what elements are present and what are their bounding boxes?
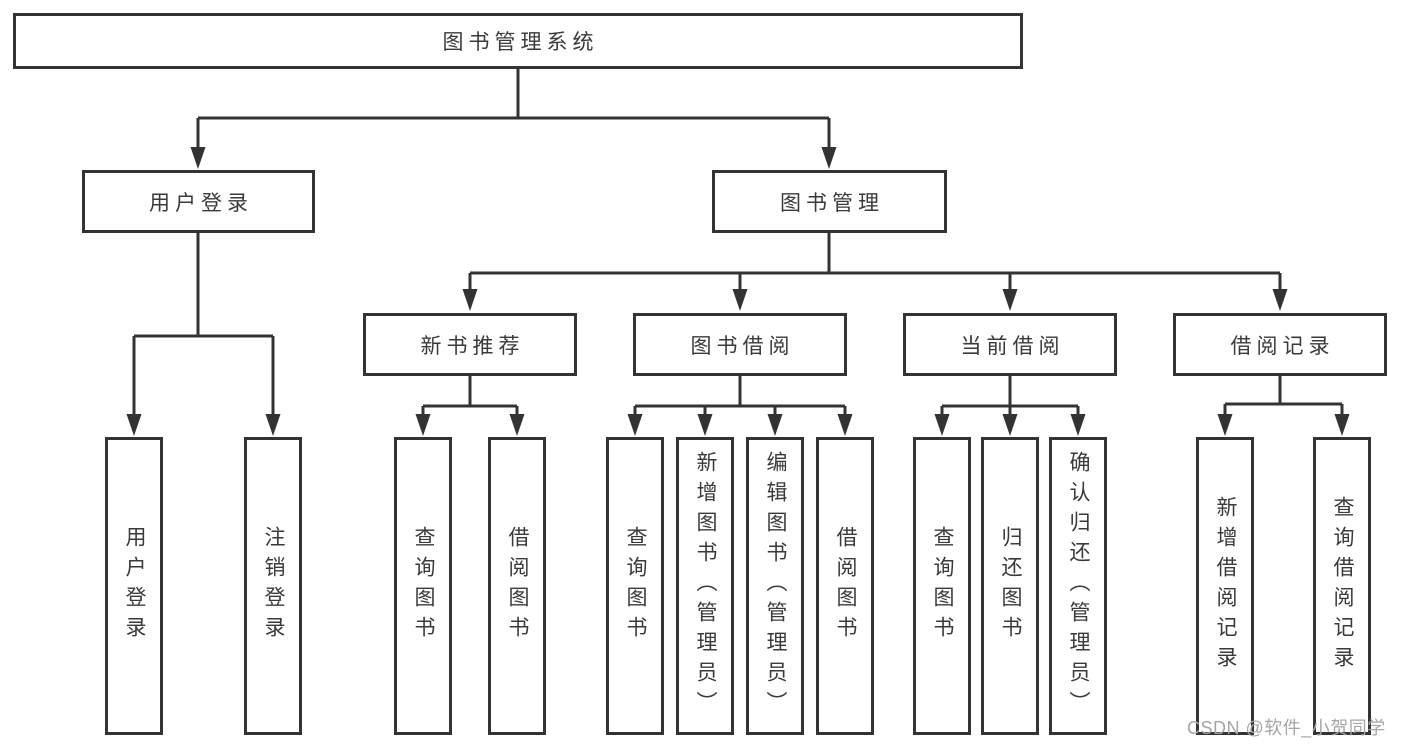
arrowhead	[126, 414, 142, 436]
leaf-add-books-admin: 新增图书（管理员）	[676, 437, 734, 735]
node-label: 新书推荐	[420, 334, 525, 358]
arrowhead	[1217, 414, 1233, 436]
node-label: 借阅图书	[834, 526, 857, 646]
node-borrowing-records: 借阅记录	[1173, 313, 1387, 376]
leaf-borrow-books: 借阅图书	[816, 437, 874, 735]
arrowhead	[1334, 414, 1350, 436]
node-label: 归还图书	[999, 526, 1022, 646]
connector-borrowing-records-children	[1217, 376, 1350, 436]
arrowhead	[1002, 289, 1018, 311]
node-label: 用户登录	[123, 526, 146, 646]
leaf-query-borrow-record: 查询借阅记录	[1313, 437, 1371, 735]
arrowhead	[732, 289, 748, 311]
arrowhead	[265, 414, 281, 436]
arrowhead	[837, 414, 853, 436]
leaf-return-books: 归还图书	[981, 437, 1039, 735]
leaf-query-books-current: 查询图书	[913, 437, 971, 735]
leaf-borrow-books-recommend: 借阅图书	[488, 437, 546, 735]
node-label: 借阅记录	[1230, 334, 1335, 358]
connector-user-login-children	[126, 233, 281, 436]
arrowhead	[190, 147, 206, 169]
arrowhead	[415, 414, 431, 436]
arrowhead	[1272, 289, 1288, 311]
node-label: 借阅图书	[506, 526, 529, 646]
node-book-borrowing: 图书借阅	[633, 313, 847, 376]
node-new-book-recommendation: 新书推荐	[363, 313, 577, 376]
arrowhead	[1002, 414, 1018, 436]
node-label: 图书管理	[780, 191, 884, 215]
csdn-watermark: CSDN @软件_小贺同学	[1187, 718, 1386, 738]
arrowhead	[462, 289, 478, 311]
arrowhead	[1070, 414, 1086, 436]
node-label: 用户登录	[149, 191, 253, 215]
node-label: 查询借阅记录	[1331, 496, 1354, 676]
leaf-edit-books-admin: 编辑图书（管理员）	[746, 437, 804, 735]
node-label: 确认归还（管理员）	[1067, 451, 1090, 721]
arrowhead	[821, 147, 837, 169]
node-label: 新增借阅记录	[1214, 496, 1237, 676]
node-book-management: 图书管理	[712, 170, 947, 233]
node-library-management-system: 图书管理系统	[13, 13, 1023, 69]
node-label: 新增图书（管理员）	[694, 451, 717, 721]
node-label: 查询图书	[412, 526, 435, 646]
connector-root-to-level2	[190, 69, 837, 169]
arrowhead	[767, 414, 783, 436]
arrowhead	[509, 414, 525, 436]
arrowhead	[934, 414, 950, 436]
connector-current-borrowing-children	[934, 376, 1086, 436]
connector-new-book-recommendation-children	[415, 376, 525, 436]
node-user-login: 用户登录	[82, 170, 315, 233]
leaf-query-books-recommend: 查询图书	[394, 437, 452, 735]
node-label: 查询图书	[931, 526, 954, 646]
node-current-borrowing: 当前借阅	[903, 313, 1117, 376]
leaf-logout: 注销登录	[244, 437, 302, 735]
arrowhead	[697, 414, 713, 436]
connector-book-borrowing-children	[627, 376, 853, 436]
leaf-add-borrow-record: 新增借阅记录	[1196, 437, 1254, 735]
node-label: 当前借阅	[960, 334, 1065, 358]
node-label: 注销登录	[262, 526, 285, 646]
connector-book-management-children	[462, 233, 1288, 311]
node-label: 编辑图书（管理员）	[764, 451, 787, 721]
leaf-query-books-borrow: 查询图书	[606, 437, 664, 735]
node-label: 图书借阅	[690, 334, 795, 358]
node-label: 图书管理系统	[442, 31, 599, 54]
node-label: 查询图书	[624, 526, 647, 646]
leaf-user-login: 用户登录	[105, 437, 163, 735]
arrowhead	[627, 414, 643, 436]
leaf-confirm-return-admin: 确认归还（管理员）	[1049, 437, 1107, 735]
